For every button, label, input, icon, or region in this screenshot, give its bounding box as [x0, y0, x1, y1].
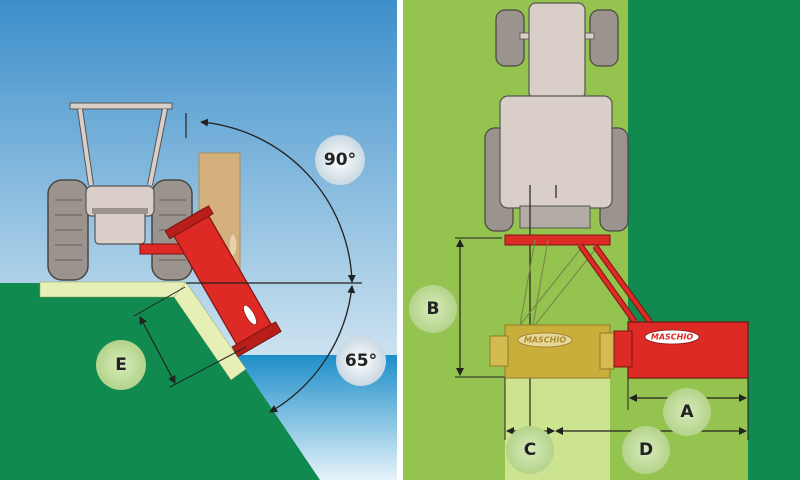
dim-label-b: B — [409, 285, 457, 333]
brand-logo-ghost-top-text: MASCHIO — [524, 336, 566, 345]
panel-divider — [397, 0, 403, 480]
angle-label-65: 65° — [336, 336, 386, 386]
tractor-top-view — [484, 2, 629, 232]
right-panel-top-view: MASCHIO MASCHIO — [403, 0, 800, 480]
tractor-hood — [528, 2, 586, 100]
dim-label-d: D — [622, 426, 670, 474]
brand-logo-ghost-top — [517, 332, 573, 348]
angle-label-90-text: 90° — [324, 150, 356, 170]
dim-label-e: E — [96, 340, 146, 390]
tractor-rear — [47, 102, 193, 281]
dim-label-c-text: C — [524, 440, 536, 460]
dim-label-e-text: E — [115, 355, 127, 375]
dim-e-arrow — [139, 316, 176, 384]
angle-arc-90 — [200, 118, 356, 283]
brand-logo-tilted — [243, 304, 257, 326]
tractor-roof — [69, 102, 173, 110]
angle-label-90: 90° — [315, 135, 365, 185]
mower-red-top — [627, 321, 749, 379]
dim-e-extension-bottom — [169, 346, 247, 388]
arm-to-ghost-mower — [519, 239, 599, 326]
dim-label-b-text: B — [427, 299, 440, 319]
dim-label-a-text: A — [680, 402, 694, 422]
angle-arc-65 — [269, 285, 356, 413]
left-panel-rear-view — [0, 0, 400, 480]
mowed-strip-top — [39, 281, 187, 298]
mowed-strip-slope — [173, 281, 247, 381]
brand-logo-red-top — [644, 329, 700, 345]
dim-label-a: A — [663, 388, 711, 436]
dim-e-extension-top — [133, 286, 186, 317]
dim-label-c: C — [506, 426, 554, 474]
angle-label-65-text: 65° — [345, 351, 377, 371]
tractor-axle-housing — [94, 209, 146, 245]
hitch-bar — [504, 234, 611, 246]
brand-logo-red-top-text: MASCHIO — [651, 333, 693, 342]
mower-ghost-top — [504, 324, 611, 379]
dim-label-d-text: D — [639, 440, 653, 460]
